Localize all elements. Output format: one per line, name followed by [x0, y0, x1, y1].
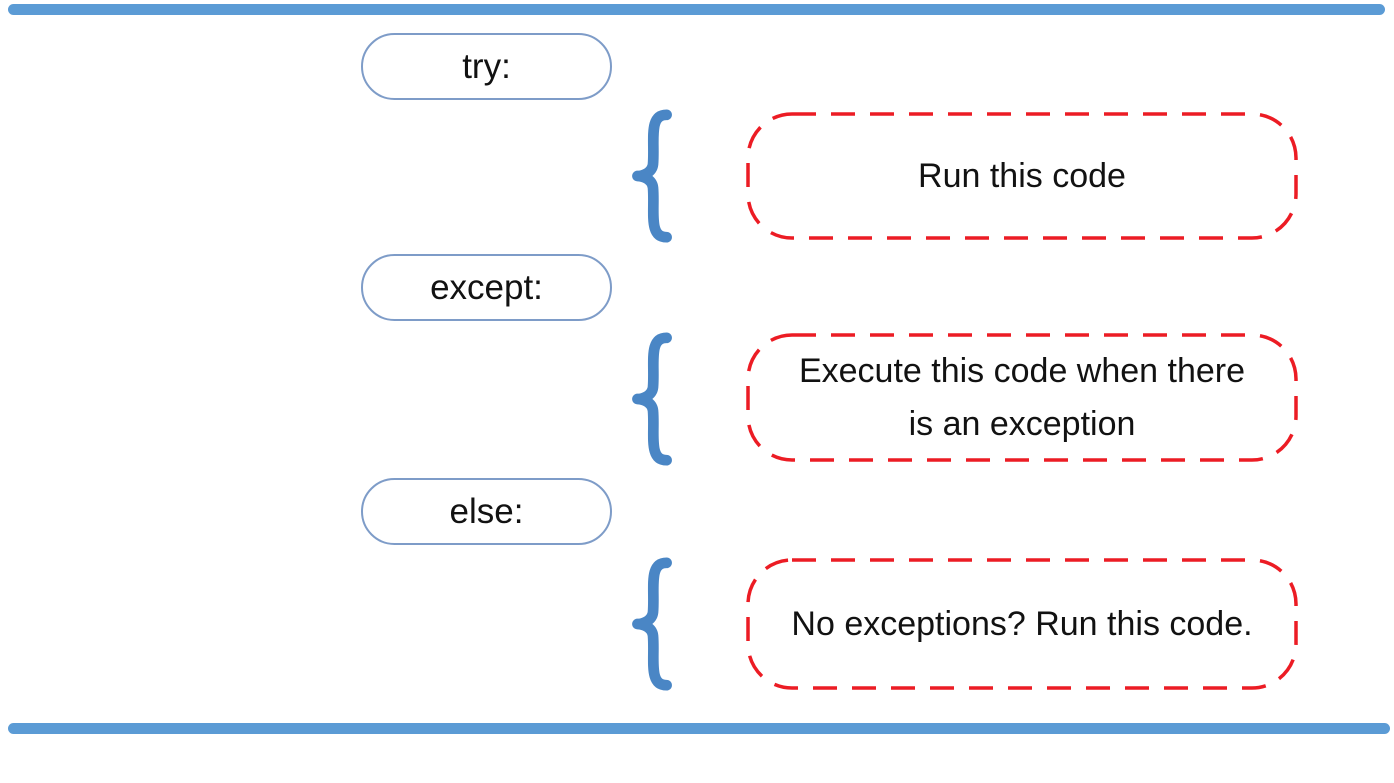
keyword-pill-except: except: [361, 254, 612, 321]
keyword-pill-try: try: [361, 33, 612, 100]
annotation-box-else: No exceptions? Run this code. [746, 558, 1298, 690]
bottom-divider [8, 723, 1390, 734]
annotation-text: Run this code [918, 156, 1126, 195]
curly-brace-icon [626, 556, 680, 692]
curly-brace-icon [626, 108, 680, 244]
annotation-box-try: Run this code [746, 112, 1298, 240]
annotation-text: No exceptions? Run this code. [791, 604, 1253, 643]
annotation-text: Execute this code when there is an excep… [798, 351, 1246, 443]
keyword-label: else: [449, 491, 524, 531]
keyword-label: try: [462, 46, 511, 86]
annotation-box-except: Execute this code when there is an excep… [746, 333, 1298, 462]
keyword-label: except: [430, 267, 543, 307]
keyword-pill-else: else: [361, 478, 612, 545]
curly-brace-icon [626, 331, 680, 467]
top-divider [8, 4, 1385, 15]
